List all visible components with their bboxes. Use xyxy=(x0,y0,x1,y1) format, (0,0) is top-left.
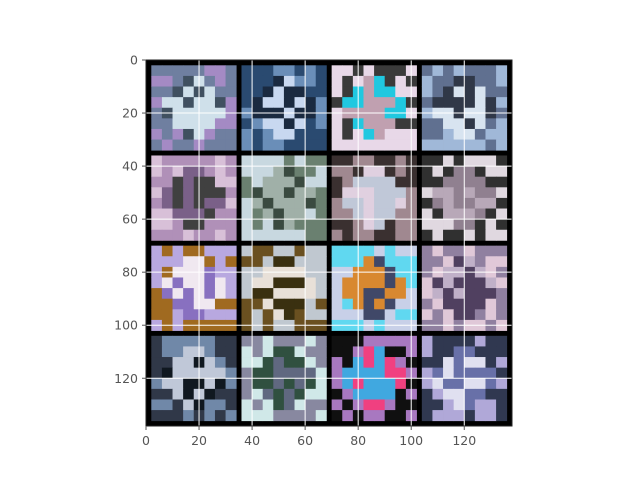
y-tick-label: 20 xyxy=(122,106,138,121)
y-axis: 0 20 40 60 80 100 120 xyxy=(114,53,146,386)
image-tile-deer xyxy=(151,155,237,241)
y-tick-label: 0 xyxy=(130,53,138,68)
x-tick-label: 20 xyxy=(191,433,207,448)
image-tile-dog xyxy=(241,65,327,151)
x-tick-label: 80 xyxy=(350,433,366,448)
x-tick-label: 0 xyxy=(142,433,150,448)
image-tile-horse xyxy=(421,155,508,241)
image-tiles xyxy=(151,65,508,422)
image-tile-cat xyxy=(421,335,508,422)
image-tile-frog xyxy=(151,65,237,151)
y-tick-label: 120 xyxy=(114,371,138,386)
x-tick-label: 100 xyxy=(399,433,423,448)
x-tick-label: 60 xyxy=(297,433,313,448)
y-tick-label: 40 xyxy=(122,159,138,174)
image-tile-horse xyxy=(241,155,327,241)
y-tick-label: 80 xyxy=(122,265,138,280)
x-axis: 0 20 40 60 80 100 120 xyxy=(142,426,476,448)
y-tick-label: 100 xyxy=(114,318,138,333)
image-tile-truck xyxy=(331,155,417,241)
x-tick-label: 40 xyxy=(244,433,260,448)
y-tick-label: 60 xyxy=(122,212,138,227)
image-tile-ship xyxy=(151,245,237,331)
image-tile-bird xyxy=(241,245,327,331)
axes-frame xyxy=(145,59,513,427)
image-tile-frog xyxy=(331,245,417,331)
x-tick-label: 120 xyxy=(452,433,476,448)
image-tile-truck xyxy=(331,65,417,151)
image-tile-frog xyxy=(241,335,327,422)
plot-area xyxy=(145,59,513,427)
image-tile-dog xyxy=(151,335,237,422)
image-tile-cat xyxy=(421,65,508,151)
